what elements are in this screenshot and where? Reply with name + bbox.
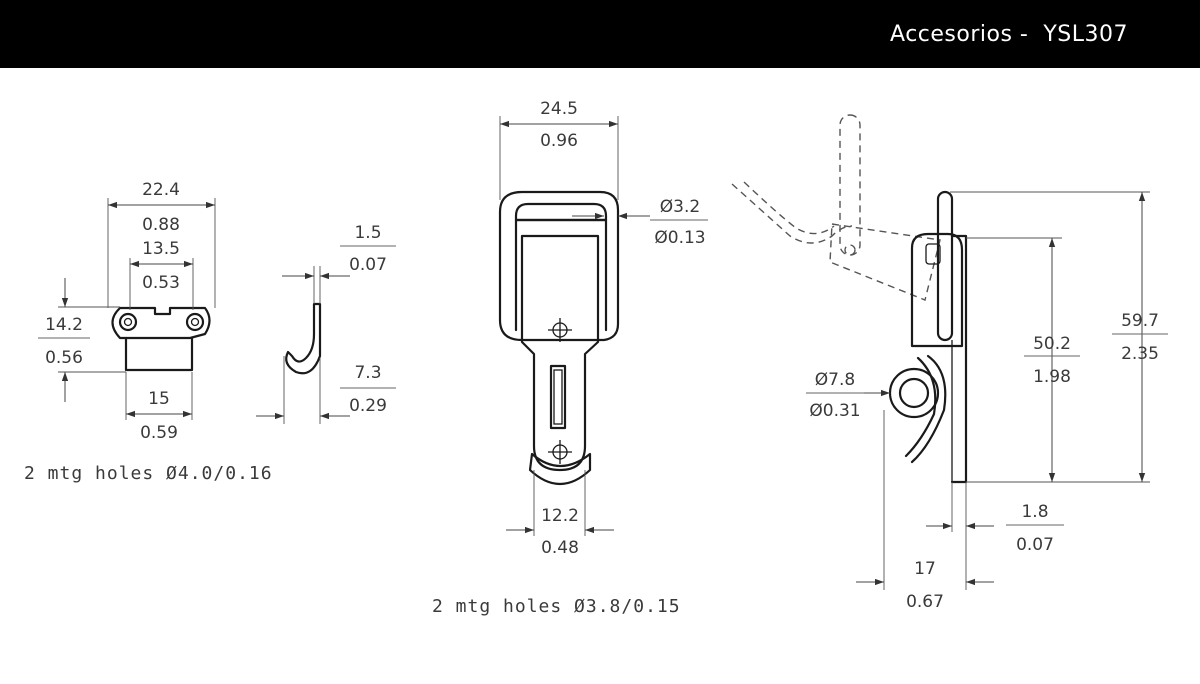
dim-mm: 12.2 (541, 506, 579, 526)
dimension-1-8: 1.8 0.07 (926, 482, 1064, 590)
header-bar: Accesorios - YSL307 (0, 0, 1200, 68)
dim-mm: Ø3.2 (660, 197, 700, 217)
latch-holes-note: 2 mtg holes Ø3.8/0.15 (432, 596, 681, 617)
dim-in: Ø0.31 (809, 401, 860, 421)
dim-mm: Ø7.8 (815, 370, 855, 390)
dimension-15: 15 0.59 (125, 372, 193, 443)
dimension-24-5: 24.5 0.96 (499, 99, 619, 200)
dim-mm: 50.2 (1033, 334, 1071, 354)
dimension-dia-3-2: Ø3.2 Ø0.13 (572, 197, 708, 248)
catch-plate-front-view (111, 306, 211, 372)
dim-mm: 22.4 (142, 180, 180, 200)
dimension-1-5: 1.5 0.07 (282, 223, 396, 304)
dim-mm: 24.5 (540, 99, 578, 119)
dim-in: 0.88 (142, 215, 180, 235)
dim-mm: 13.5 (142, 239, 180, 259)
dim-in: 1.98 (1033, 367, 1071, 387)
dim-in: 0.67 (906, 592, 944, 612)
dim-in: 0.96 (540, 131, 578, 151)
dim-in: 0.59 (140, 423, 178, 443)
dimension-59-7: 59.7 2.35 (950, 191, 1168, 482)
dimension-dia-7-8: Ø7.8 Ø0.31 (806, 370, 890, 421)
dimension-13-5: 13.5 0.53 (129, 239, 194, 310)
dim-mm: 7.3 (354, 363, 381, 383)
catch-holes-note: 2 mtg holes Ø4.0/0.16 (24, 463, 273, 484)
dimension-22-4: 22.4 0.88 (107, 180, 216, 308)
dim-mm: 15 (148, 389, 170, 409)
dim-mm: 1.8 (1021, 502, 1048, 522)
dimension-12-2: 12.2 0.48 (506, 470, 614, 558)
technical-drawing: 22.4 0.88 13.5 0.53 14.2 0.56 15 0.59 2 … (24, 99, 1168, 617)
dim-in: 0.56 (45, 348, 83, 368)
dim-in: 0.53 (142, 273, 180, 293)
latch-side-view (731, 114, 968, 484)
dim-in: Ø0.13 (654, 228, 705, 248)
catch-plate-side-view (285, 302, 322, 375)
dim-mm: 59.7 (1121, 311, 1159, 331)
dim-in: 0.29 (349, 396, 387, 416)
dimension-7-3: 7.3 0.29 (256, 356, 396, 424)
dim-mm: 1.5 (354, 223, 381, 243)
dimension-50-2: 50.2 1.98 (966, 237, 1150, 483)
dimension-14-2: 14.2 0.56 (38, 278, 126, 402)
page-title: Accesorios - YSL307 (890, 22, 1128, 47)
dim-in: 0.48 (541, 538, 579, 558)
dim-mm: 14.2 (45, 315, 83, 335)
dim-mm: 17 (914, 559, 936, 579)
dim-in: 0.07 (1016, 535, 1054, 555)
dimension-17: 17 0.67 (856, 410, 994, 612)
dim-in: 2.35 (1121, 344, 1159, 364)
dim-in: 0.07 (349, 255, 387, 275)
latch-front-view (498, 190, 620, 485)
